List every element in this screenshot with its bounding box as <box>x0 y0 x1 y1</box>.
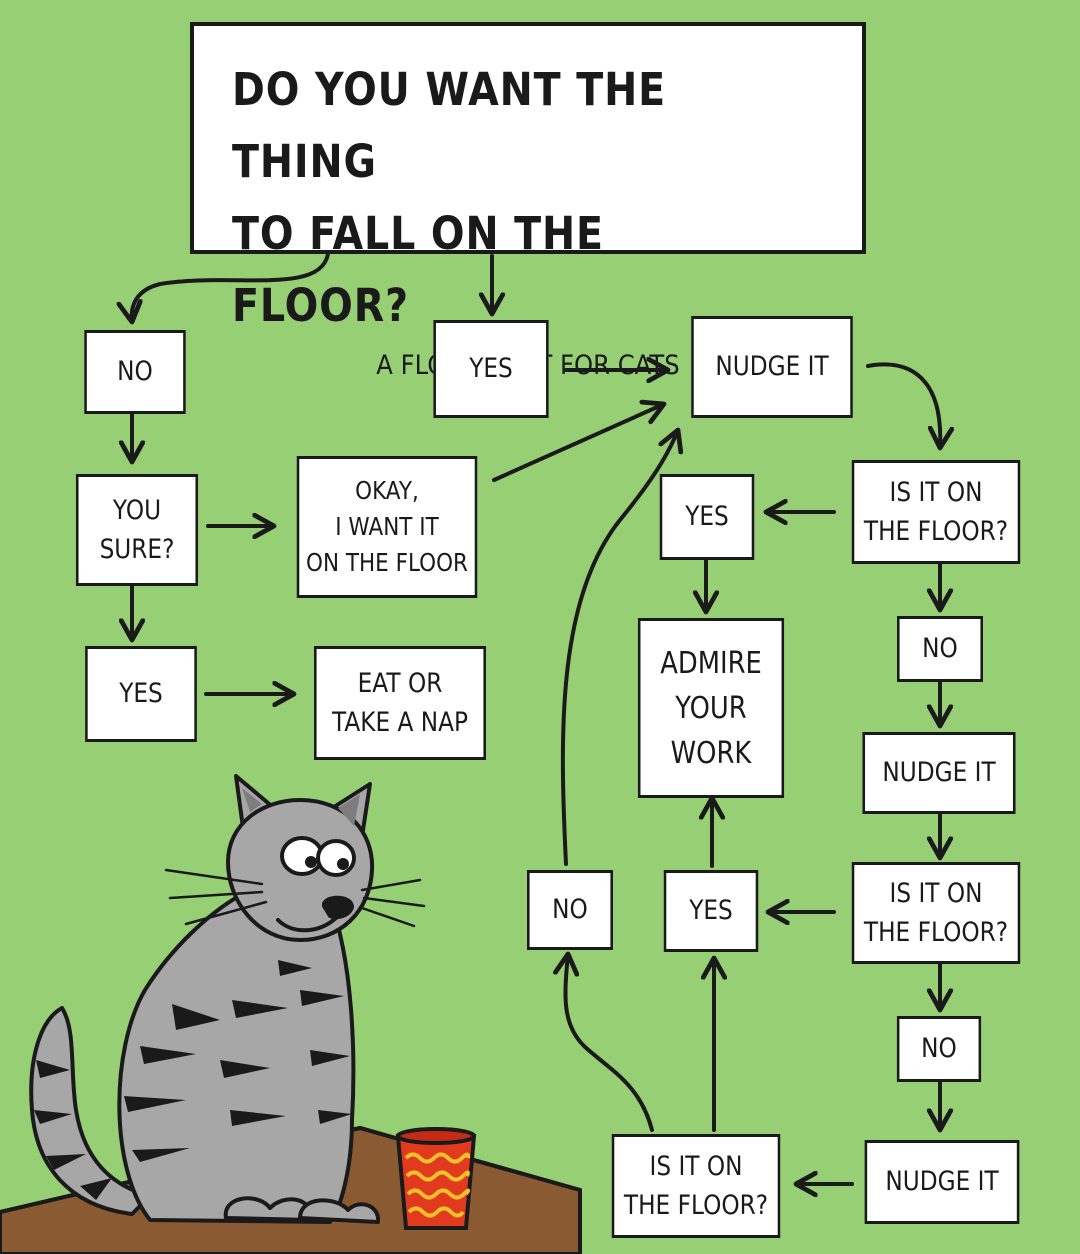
node-eat-or-nap: EAT OR TAKE A NAP <box>314 646 486 760</box>
node-no-bottom: NO <box>527 870 613 950</box>
cat-illustration <box>29 774 426 1224</box>
node-is-it-on-floor-3: IS IT ON THE FLOOR? <box>611 1134 781 1238</box>
cup-illustration <box>395 1127 477 1230</box>
node-yes-top: YES <box>433 320 549 418</box>
node-nudge-it-1: NUDGE IT <box>691 316 853 418</box>
node-nudge-it-2: NUDGE IT <box>862 732 1016 814</box>
connector-arrows <box>132 252 941 1184</box>
title-box: DO YOU WANT THE THING TO FALL ON THE FLO… <box>190 22 866 381</box>
node-yes-sure: YES <box>85 646 197 742</box>
title-line-1: DO YOU WANT THE THING <box>232 63 667 188</box>
node-admire-your-work: ADMIRE YOUR WORK <box>637 618 785 798</box>
node-you-sure: YOU SURE? <box>75 474 199 586</box>
node-okay-i-want-it: OKAY, I WANT IT ON THE FLOOR <box>296 456 478 598</box>
node-no-top: NO <box>84 330 186 414</box>
node-no-floor-2: NO <box>896 1016 982 1082</box>
title-line-2: TO FALL ON THE FLOOR? <box>232 207 604 332</box>
node-nudge-it-3: NUDGE IT <box>864 1140 1020 1224</box>
node-is-it-on-floor-2: IS IT ON THE FLOOR? <box>851 862 1021 964</box>
node-no-floor-1: NO <box>897 616 983 682</box>
node-yes-floor-1: YES <box>659 474 755 560</box>
node-yes-floor-2: YES <box>663 870 759 952</box>
node-is-it-on-floor-1: IS IT ON THE FLOOR? <box>851 460 1021 564</box>
